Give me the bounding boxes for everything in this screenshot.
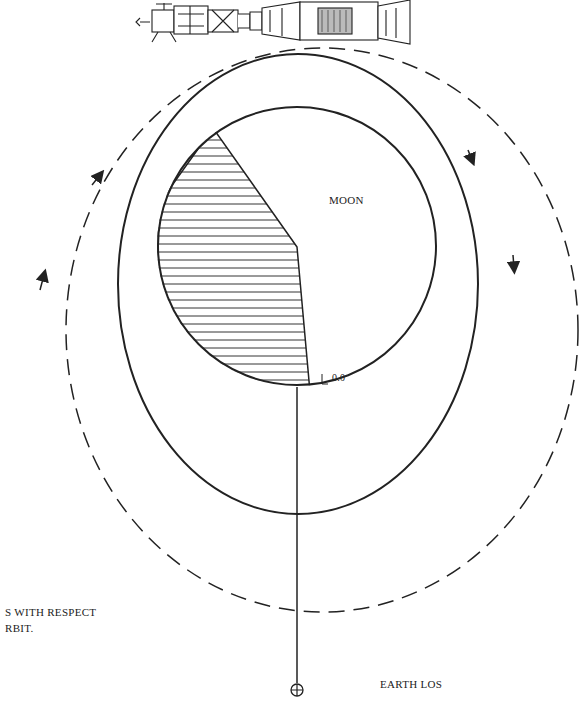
moon-circle [158, 107, 436, 385]
earth-symbol [291, 684, 303, 696]
earth-symbol [291, 684, 303, 696]
earth-los-label: EARTH LOS [378, 678, 444, 690]
body-name: MOON [329, 194, 364, 206]
spacecraft [136, 0, 410, 44]
dark-sector [155, 128, 310, 392]
orbit-arrow [40, 275, 44, 290]
moon-disk: MOON [157, 106, 437, 386]
note-text: RBIT. [3, 622, 36, 634]
orbit-arrow [468, 150, 472, 160]
earth-los-line [296, 387, 298, 683]
lunar-orbit [118, 54, 478, 514]
transfer-orbit [66, 48, 578, 612]
note-text: S WITH RESPECT [3, 606, 98, 618]
moon-outline [157, 106, 437, 386]
orbit-arrow [513, 255, 514, 268]
callout-number: 0.0 [330, 372, 347, 383]
orbit-arrow [92, 175, 100, 185]
